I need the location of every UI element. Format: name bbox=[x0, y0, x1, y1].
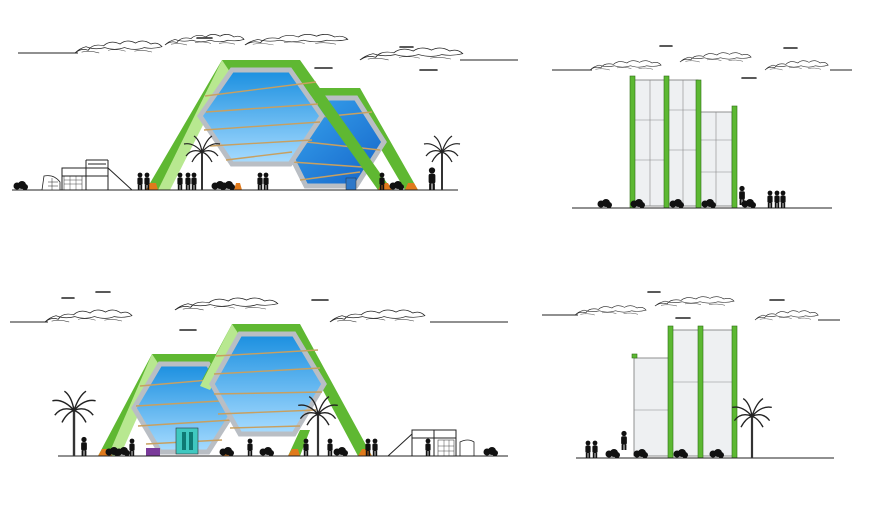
palm-tree-icon bbox=[731, 397, 773, 460]
playground-icon bbox=[41, 159, 133, 191]
cloud-icon bbox=[552, 45, 852, 79]
person-icon bbox=[81, 436, 431, 456]
front-elevation bbox=[12, 33, 518, 191]
playground-icon bbox=[387, 429, 475, 457]
cloud-icon bbox=[18, 33, 518, 71]
side-elevation-a bbox=[552, 45, 852, 209]
side-elevation-b bbox=[542, 291, 840, 460]
cloud-icon bbox=[542, 291, 840, 321]
cloud-icon bbox=[10, 291, 508, 331]
rear-elevation bbox=[10, 291, 508, 458]
